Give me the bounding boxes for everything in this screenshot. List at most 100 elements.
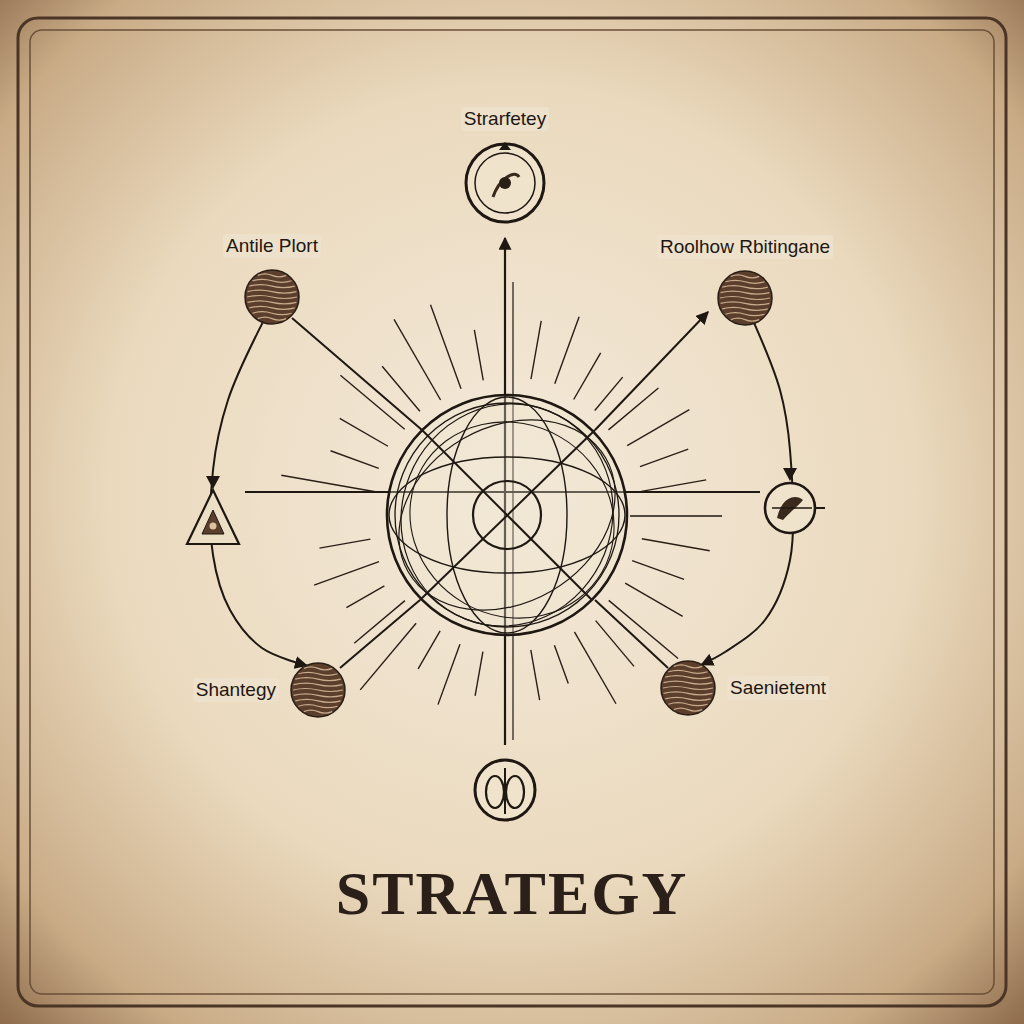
ball-texture <box>295 678 340 681</box>
spoke-arrow <box>595 312 708 430</box>
sun-rays <box>281 305 709 705</box>
bottom-symbol <box>475 760 535 820</box>
ball-symbol <box>243 268 301 326</box>
sun-ray <box>438 644 460 704</box>
strategy-node: Strarfetey <box>461 107 549 225</box>
ball-symbol <box>659 659 717 717</box>
triangle-symbol <box>187 476 239 544</box>
spoke-line <box>292 318 422 430</box>
node-label: Antile Plort <box>223 234 321 258</box>
arrowhead <box>783 468 797 481</box>
ball-texture <box>252 312 291 315</box>
ball-texture <box>248 290 297 293</box>
ball-texture <box>663 687 713 690</box>
ball-texture <box>668 703 707 706</box>
sun-ray <box>475 652 483 696</box>
right-symbol <box>765 468 825 533</box>
ball-texture <box>258 317 286 320</box>
ball-texture <box>294 694 343 697</box>
node-label: Strarfetey <box>461 107 549 131</box>
sun-ray <box>642 539 710 551</box>
ball-texture <box>721 291 770 294</box>
sun-ray <box>640 449 688 467</box>
globe-ellipse <box>374 385 650 655</box>
symbol-ring <box>475 760 535 820</box>
eye <box>210 523 217 530</box>
sun-ray <box>418 631 440 669</box>
outer-frame <box>18 18 1006 1006</box>
sun-ray <box>609 600 678 658</box>
sun-ray <box>625 583 683 616</box>
node-label: Saenietemt <box>727 676 829 700</box>
triangle <box>187 490 239 544</box>
ball-texture <box>725 313 764 316</box>
symbol-mark <box>493 174 519 197</box>
ball-texture <box>664 681 713 684</box>
ball-texture <box>665 676 710 679</box>
spoke-line <box>595 600 668 668</box>
ball-texture <box>731 275 759 278</box>
node-label: Shantegy <box>193 678 279 702</box>
node-label: Roolhow Rbitingane <box>657 235 833 259</box>
ball-texture <box>304 710 332 713</box>
ball-texture <box>258 274 286 277</box>
sun-ray <box>574 632 616 704</box>
symbol-line <box>815 507 825 509</box>
clock-symbol <box>463 141 547 225</box>
sun-ray <box>554 645 568 683</box>
strategy-node: Antile Plort <box>223 234 321 326</box>
symbol-tip <box>499 142 511 150</box>
inner-frame <box>30 30 994 994</box>
sun-ray <box>531 321 541 379</box>
sun-ray <box>340 418 388 446</box>
textured-ball <box>718 271 772 325</box>
sun-ray <box>331 451 379 469</box>
symbol-line <box>504 768 506 814</box>
ball-texture <box>249 285 294 288</box>
spoke-line <box>340 600 420 668</box>
symbol-inner-ring <box>475 153 535 213</box>
arrowhead <box>206 476 220 489</box>
sun-ray <box>474 330 483 380</box>
ball-texture <box>721 302 770 305</box>
ball-texture <box>293 689 343 692</box>
globe-cross <box>420 430 595 600</box>
sun-ray <box>574 353 601 400</box>
globe-core <box>473 481 541 549</box>
sun-ray <box>382 366 420 411</box>
symbol-line <box>772 507 812 509</box>
globe-outline <box>387 395 627 635</box>
ball-texture <box>249 306 294 309</box>
ball-texture <box>722 307 767 310</box>
strategy-node: Shantegy <box>193 661 347 719</box>
sun-ray <box>632 561 684 580</box>
diagram-title: STRATEGY <box>0 858 1024 929</box>
sun-ray <box>314 562 379 586</box>
ball-texture <box>664 692 713 695</box>
ball-texture <box>295 699 340 702</box>
sun-ray <box>641 480 706 491</box>
textured-ball <box>291 663 345 717</box>
symbol-oval <box>486 776 504 808</box>
ball-texture <box>731 318 759 321</box>
ball-texture <box>252 279 291 282</box>
horizontal-line <box>630 515 722 517</box>
inner-triangle <box>202 510 224 534</box>
ball-texture <box>298 705 337 708</box>
ball-texture <box>674 665 702 668</box>
sun-ray <box>431 305 462 389</box>
ball-texture <box>304 667 332 670</box>
strategy-node: Saenietemt <box>659 659 829 717</box>
ball-texture <box>294 683 343 686</box>
symbol-ring <box>466 144 544 222</box>
sun-ray <box>360 623 416 690</box>
sun-ray <box>354 601 405 644</box>
symbol-oval <box>506 776 524 808</box>
ball-symbol <box>716 269 774 327</box>
textured-ball <box>245 270 299 324</box>
central-globe <box>245 238 760 745</box>
ball-texture <box>298 672 337 675</box>
sun-ray <box>596 621 634 667</box>
symbol-center <box>499 177 511 189</box>
sun-ray <box>340 375 404 429</box>
